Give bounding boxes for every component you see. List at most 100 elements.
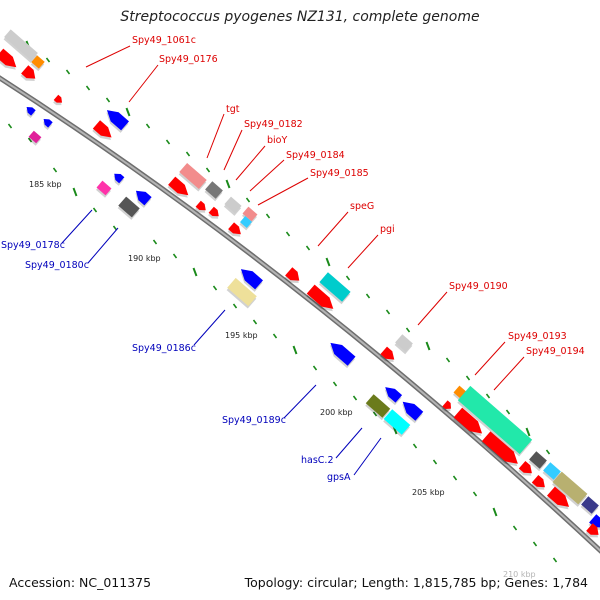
gene-arrow-body-14 [208,206,219,217]
gene-arrow-body-38 [453,407,483,434]
tick-mark-34 [172,253,178,259]
tick-mark-18 [385,309,391,315]
gene-label-spy49-0182[interactable]: Spy49_0182 [244,119,303,130]
scale-label-205: 205 kbp [412,488,445,497]
topology-text: Topology: circular; Length: 1,815,785 bp… [244,575,588,590]
gene-label-spy49-0190[interactable]: Spy49_0190 [449,281,508,292]
gene-feature-33 [402,401,424,424]
tick-mark-51 [512,525,518,531]
leader-line-3 [223,129,243,171]
gene-arrow-body-34 [383,409,411,435]
leader-line-13 [87,227,119,264]
gene-feature-28 [394,334,413,355]
gene-feature-31 [384,387,403,406]
gene-arrow-body-19 [114,173,125,184]
gene-label-spy49-0186c[interactable]: Spy49_0186c [132,343,196,354]
gene-label-spy49-0189c[interactable]: Spy49_0189c [222,415,286,426]
reverse-gene-labels: Spy49_0178c Spy49_0180c Spy49_0186c Spy4… [1,240,351,483]
gene-label-tgt[interactable]: tgt [226,104,240,115]
gene-arrow-body-3 [21,65,36,79]
tick-mark-46 [412,443,418,449]
gene-feature-32 [365,394,391,421]
gene-arrow-body-5 [26,107,36,116]
gene-feature-26 [240,269,263,292]
tick-mark-50 [492,507,498,517]
gene-arrow-body-9 [92,120,112,138]
scale-label-200: 200 kbp [320,408,353,417]
gene-label-spy49-0193[interactable]: Spy49_0193 [508,331,567,342]
gene-feature-41 [542,462,561,483]
tick-mark-30 [72,187,78,197]
leader-line-16 [335,427,363,459]
gene-feature-43 [518,460,532,476]
gene-label-spy49-0178c[interactable]: Spy49_0178c [1,240,65,251]
gene-feature-45 [546,486,570,510]
gene-feature-10 [178,162,207,192]
gene-feature-37 [457,385,533,457]
tick-mark-6 [145,123,151,129]
tick-mark-3 [85,85,91,91]
gene-feature-19 [113,173,125,186]
tick-mark-35 [192,267,198,277]
gene-label-hasc2[interactable]: hasC.2 [301,455,334,466]
gene-arrow-body-11 [205,181,223,199]
genome-backbone-highlight [0,77,600,552]
gene-feature-16 [241,206,258,224]
leader-line-7 [317,211,349,247]
gene-label-pgi[interactable]: pgi [380,224,395,235]
gene-arrow-body-32 [365,394,391,418]
leader-line-10 [474,341,506,376]
label-leader-lines [61,45,525,476]
gene-label-spy49-0185[interactable]: Spy49_0185 [310,168,369,179]
gene-feature-1 [30,55,45,72]
tick-mark-11 [245,197,251,203]
scale-label-195: 195 kbp [225,331,258,340]
gene-label-gpsa[interactable]: gpsA [327,472,351,483]
gene-arrow-body-36 [442,400,452,410]
tick-mark-42 [332,381,338,387]
tick-mark-48 [452,475,458,481]
gene-arrow-body-12 [168,176,189,196]
gene-label-speg[interactable]: speG [350,201,374,212]
tick-mark-43 [352,395,358,401]
gene-arrow-body-22 [118,196,140,218]
gene-arrow-body-31 [385,387,403,403]
gene-arrow-body-25 [306,284,334,309]
tick-mark-52 [532,541,538,547]
forward-gene-labels: Spy49_1061c Spy49_0176 tgt Spy49_0182 bi… [132,35,585,357]
gene-feature-46 [580,496,599,517]
tick-mark-49 [472,491,478,497]
leader-line-17 [353,437,382,476]
tick-mark-27 [7,123,13,129]
leader-line-5 [249,159,285,192]
tick-mark-26 [545,449,551,455]
leader-line-11 [493,356,525,391]
gene-arrow-body-2 [0,48,17,68]
gene-arrow-body-23 [285,267,300,281]
gene-label-spy49-1061c[interactable]: Spy49_1061c [132,35,196,46]
leader-line-12 [61,209,93,244]
gene-arrow-body-6 [43,119,53,128]
gene-feature-15 [223,196,242,216]
gene-feature-29 [379,346,395,363]
scale-label-185: 185 kbp [29,180,62,189]
gene-feature-21 [135,190,152,208]
gene-label-bioy[interactable]: bioY [267,135,287,146]
gene-feature-42 [552,471,588,507]
tick-marks [7,40,558,563]
tick-mark-29 [52,167,58,173]
gene-arrow-body-46 [581,496,599,514]
gene-label-spy49-0184[interactable]: Spy49_0184 [286,150,345,161]
scale-label-210: 210 kbp [503,570,536,579]
gene-arrow-body-8 [106,110,129,131]
gene-arrow-body-48 [586,523,599,535]
gene-label-spy49-0176[interactable]: Spy49_0176 [159,54,218,65]
tick-mark-31 [92,207,98,213]
tick-mark-14 [305,245,311,251]
leader-line-1 [128,64,159,103]
gene-label-spy49-0194[interactable]: Spy49_0194 [526,346,585,357]
tick-mark-10 [225,179,231,189]
gene-label-spy49-0180c[interactable]: Spy49_0180c [25,260,89,271]
gene-arrow-body-41 [543,462,561,480]
